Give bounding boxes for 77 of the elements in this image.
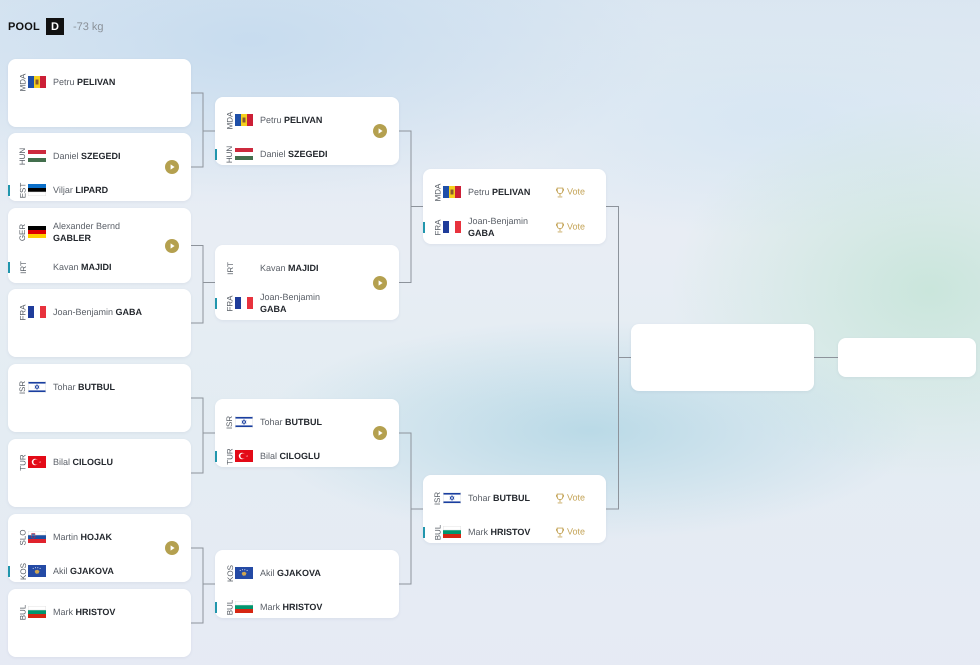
country-code: ISR xyxy=(226,415,234,429)
athlete-name: Petru PELIVAN xyxy=(53,76,116,88)
country-code: ISR xyxy=(18,380,28,394)
match-card xyxy=(423,169,606,244)
athlete-name: Akil GJAKOVA xyxy=(53,565,114,577)
match-card xyxy=(423,475,606,543)
country-code: MDA xyxy=(18,73,28,91)
bracket-connector xyxy=(398,206,424,283)
match-card xyxy=(215,550,399,618)
match-card xyxy=(8,514,191,582)
match-card xyxy=(8,589,191,657)
country-code: HUN xyxy=(226,145,234,163)
country-code: IRT xyxy=(226,262,234,274)
match-card xyxy=(8,208,191,283)
bracket-connector xyxy=(398,508,424,584)
bracket-connector xyxy=(190,282,216,324)
athlete-name: Bilal CILOGLU xyxy=(53,456,114,468)
empty-match-card xyxy=(631,324,814,391)
athlete-name: Kavan MAJIDI xyxy=(53,261,112,273)
bracket-connector xyxy=(606,357,632,510)
match-card xyxy=(8,289,191,357)
country-code: TUR xyxy=(226,448,234,464)
bracket-connector xyxy=(190,130,216,168)
athlete-name: Mark HRISTOV xyxy=(260,601,322,613)
country-code: MDA xyxy=(226,111,234,129)
athlete-name: Bilal CILOGLU xyxy=(260,450,320,462)
country-code: BUL xyxy=(434,524,442,540)
athlete-name: Mark HRISTOV xyxy=(468,526,530,538)
match-card xyxy=(215,245,399,320)
country-code: SLO xyxy=(18,529,28,545)
bracket-connector xyxy=(814,357,838,358)
match-card xyxy=(215,399,399,467)
athlete-name: Daniel SZEGEDI xyxy=(260,148,328,160)
weight-class: -73 kg xyxy=(72,20,104,32)
country-code: KOS xyxy=(226,564,234,582)
empty-match-card xyxy=(838,338,976,377)
country-code: FRA xyxy=(434,219,442,235)
athlete-name: Petru PELIVAN xyxy=(468,186,530,198)
athlete-name: Daniel SZEGEDI xyxy=(53,150,121,162)
athlete-name: Alexander Bernd GABLER xyxy=(53,220,122,244)
athlete-name: Tohar BUTBUL xyxy=(53,381,116,393)
country-code: KOS xyxy=(18,562,28,580)
country-code: GER xyxy=(18,223,28,241)
bracket-connector xyxy=(190,432,216,474)
country-code: IRT xyxy=(18,260,28,274)
vote-link: Vote xyxy=(567,222,586,232)
vote-link: Vote xyxy=(567,186,586,198)
match-card xyxy=(215,97,399,165)
athlete-name: Mark HRISTOV xyxy=(53,606,116,618)
match-card xyxy=(8,439,191,507)
country-code: FRA xyxy=(18,304,28,320)
country-code: ISR xyxy=(434,491,442,505)
match-card xyxy=(8,133,191,201)
vote-link: Vote xyxy=(567,492,586,504)
country-code: EST xyxy=(18,182,28,198)
athlete-name: Petru PELIVAN xyxy=(260,114,322,126)
athlete-name: Tohar BUTBUL xyxy=(468,492,530,504)
athlete-name: Joan-Benjamin GABA xyxy=(468,215,530,239)
country-code: MDA xyxy=(434,183,442,201)
athlete-name: Akil GJAKOVA xyxy=(260,567,321,579)
match-card xyxy=(8,364,191,432)
athlete-name: Joan-Benjamin GABA xyxy=(53,306,142,318)
athlete-name: Martin HOJAK xyxy=(53,531,112,543)
pool-label: POOL xyxy=(8,20,40,32)
country-code: TUR xyxy=(18,454,28,470)
pool-letter-badge: D xyxy=(46,18,64,35)
athlete-name: Viljar LIPARD xyxy=(53,184,108,196)
country-code: BUL xyxy=(226,599,234,615)
country-code: FRA xyxy=(226,295,234,311)
country-code: HUN xyxy=(18,147,28,165)
athlete-name: Tohar BUTBUL xyxy=(260,416,322,428)
match-card xyxy=(8,59,191,127)
country-code: BUL xyxy=(18,604,28,620)
bracket-connector xyxy=(190,584,216,624)
athlete-name: Kavan MAJIDI xyxy=(260,262,319,274)
vote-link: Vote xyxy=(567,526,586,538)
athlete-name: Joan-Benjamin GABA xyxy=(260,291,322,315)
